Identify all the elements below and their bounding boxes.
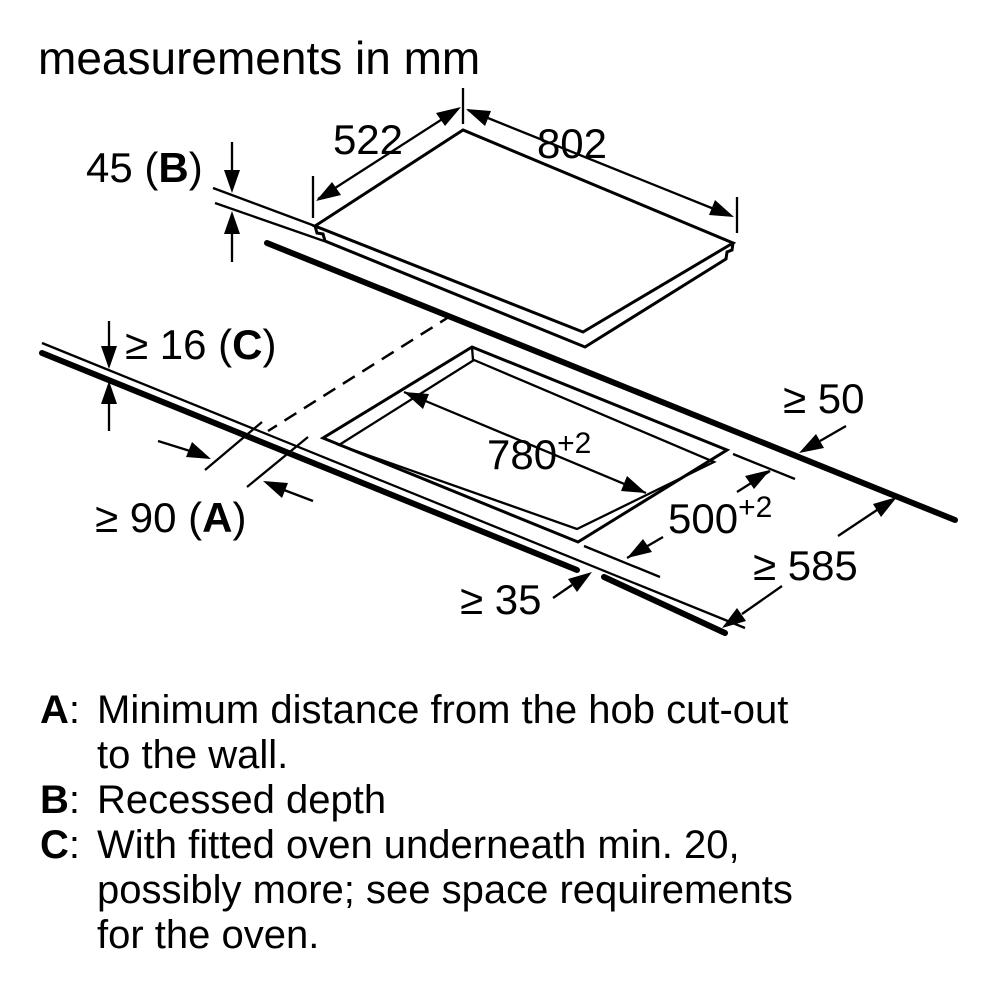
dimension-45-B: 45 (B)	[86, 142, 240, 262]
arrowhead-780-left	[404, 392, 429, 409]
dimension-500: 500+2	[583, 452, 796, 579]
arrow-line-90-left	[157, 439, 191, 453]
label-802: 802	[537, 120, 607, 167]
cutout-inner-outline	[336, 358, 717, 531]
legend: A:Minimum distance from the hob cut-out …	[40, 688, 793, 957]
arrowhead-90-right	[263, 481, 288, 498]
label-780: 780+2	[487, 427, 591, 478]
recess-lines	[212, 186, 325, 243]
dimension-585: ≥ 585	[722, 497, 897, 628]
arrowhead-50	[799, 434, 824, 453]
arrowhead-522-bottom	[316, 182, 341, 201]
dim-line-522	[317, 108, 459, 200]
dimension-522: 522	[311, 88, 465, 218]
label-90-A: ≥ 90 (A)	[95, 494, 246, 541]
dim-line-780	[403, 390, 647, 495]
rear-wall-line	[264, 240, 958, 523]
arrowhead-585-lower	[722, 608, 746, 628]
dimension-50: ≥ 50	[783, 375, 864, 453]
legend-item-A-line2: to the wall.	[97, 733, 288, 777]
cutout-corner-step	[470, 346, 475, 361]
dimension-16-C: ≥ 16 (C)	[101, 321, 276, 431]
label-500: 500+2	[668, 491, 772, 542]
arrowhead-500-upper	[745, 470, 770, 489]
label-35: ≥ 35	[460, 576, 541, 623]
arrowhead-802-top	[466, 109, 491, 126]
dimension-802: 802	[466, 108, 739, 233]
legend-item-B: B:Recessed depth	[40, 778, 386, 822]
extension-line-500-upper	[732, 452, 796, 481]
arrow-line-90-right	[283, 488, 314, 503]
legend-item-C-line3: for the oven.	[97, 913, 319, 957]
arrowhead-90-left	[186, 442, 211, 459]
arrow-line-35	[552, 584, 573, 599]
arrowhead-500-lower	[627, 539, 652, 558]
label-585: ≥ 585	[753, 542, 858, 589]
label-50: ≥ 50	[783, 375, 864, 422]
arrowhead-16-up	[101, 381, 117, 404]
extension-stroke-cutout	[246, 436, 309, 488]
hob-glass-top-outline	[311, 128, 737, 334]
arrowhead-35	[568, 572, 592, 592]
hob-body-lip-outline	[313, 224, 735, 349]
arrowhead-522-top	[436, 107, 461, 126]
recess-upper-line	[212, 186, 316, 228]
projection-dashed-line	[267, 313, 453, 433]
recess-lower-line	[214, 201, 325, 243]
arrowhead-45-down	[224, 170, 240, 193]
cutout-outer-outline	[319, 345, 731, 544]
worktop-front-bottom-line-right	[601, 574, 728, 636]
arrowhead-585-upper	[873, 497, 897, 517]
arrow-line-585-lower	[741, 585, 783, 615]
worktop-front-bottom-line-left	[39, 350, 580, 573]
worktop-front-top-line	[41, 341, 746, 630]
label-16-C: ≥ 16 (C)	[125, 321, 276, 368]
extension-stroke-wall	[204, 421, 263, 471]
dim-line-802	[467, 108, 725, 215]
dimension-35: ≥ 35	[460, 572, 592, 623]
page-title: measurements in mm	[38, 32, 480, 84]
arrowhead-45-up	[224, 211, 240, 234]
arrow-line-50	[819, 425, 847, 442]
worktop	[39, 341, 746, 636]
extension-line-500-lower	[583, 544, 661, 579]
legend-item-C-line2: possibly more; see space requirements	[97, 868, 793, 912]
dimension-90-A: ≥ 90 (A)	[95, 421, 314, 541]
arrowhead-780-right	[621, 476, 646, 493]
dimension-780: 780+2	[403, 390, 647, 495]
legend-item-C: C:With fitted oven underneath min. 20,	[40, 823, 740, 867]
hob	[311, 128, 737, 349]
arrowhead-16-down	[101, 346, 117, 369]
label-45-B: 45 (B)	[86, 144, 203, 191]
legend-item-A: A:Minimum distance from the hob cut-out	[40, 688, 788, 732]
arrow-line-585-upper	[837, 509, 878, 537]
arrowhead-802-bottom	[709, 200, 734, 217]
label-522: 522	[333, 116, 403, 163]
